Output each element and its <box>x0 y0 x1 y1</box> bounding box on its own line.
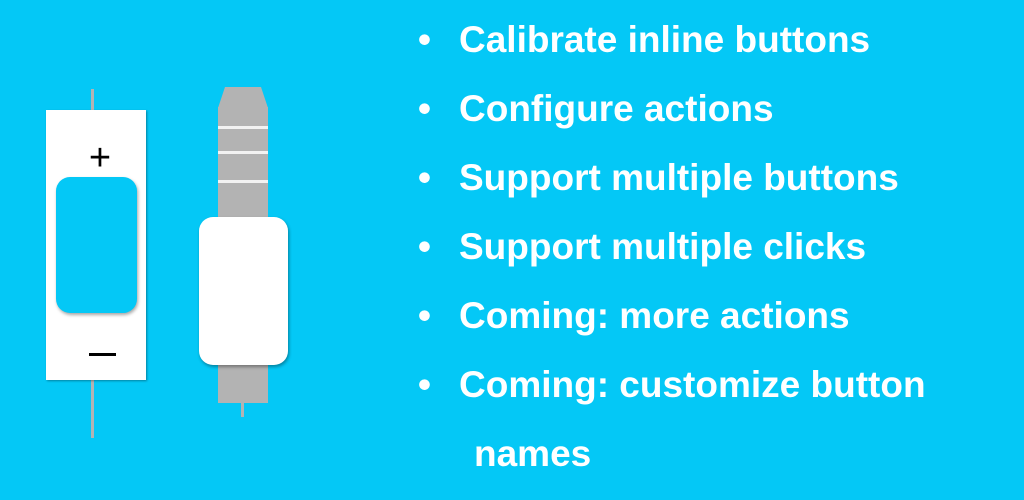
feature-text: Calibrate inline buttons <box>459 19 871 60</box>
jack-ring <box>218 180 268 183</box>
jack-ring <box>218 151 268 154</box>
feature-text: Support multiple buttons <box>459 157 899 198</box>
feature-item: • Support multiple buttons <box>418 148 926 217</box>
feature-item: • Coming: more actions <box>418 286 926 355</box>
feature-item: • Coming: customize button <box>418 355 926 424</box>
jack-tip-icon <box>218 87 268 108</box>
feature-continuation: names <box>418 424 926 493</box>
feature-text: Configure actions <box>459 88 774 129</box>
jack-wire <box>241 400 244 417</box>
feature-text: names <box>474 433 592 474</box>
plus-icon: + <box>88 137 112 179</box>
feature-text: Coming: more actions <box>459 295 850 336</box>
minus-icon <box>89 353 116 356</box>
jack-plug-body <box>199 217 288 365</box>
feature-text: Coming: customize button <box>459 364 926 405</box>
bullet: • <box>418 157 431 198</box>
remote-button-icon <box>56 177 137 313</box>
bullet: • <box>418 19 431 60</box>
feature-item: • Support multiple clicks <box>418 217 926 286</box>
feature-item: • Calibrate inline buttons <box>418 10 926 79</box>
feature-item: • Configure actions <box>418 79 926 148</box>
bullet: • <box>418 226 431 267</box>
bullet: • <box>418 88 431 129</box>
bullet: • <box>418 295 431 336</box>
feature-text: Support multiple clicks <box>459 226 867 267</box>
bullet: • <box>418 364 431 405</box>
feature-list: • Calibrate inline buttons • Configure act… <box>418 10 926 493</box>
jack-ring <box>218 126 268 129</box>
